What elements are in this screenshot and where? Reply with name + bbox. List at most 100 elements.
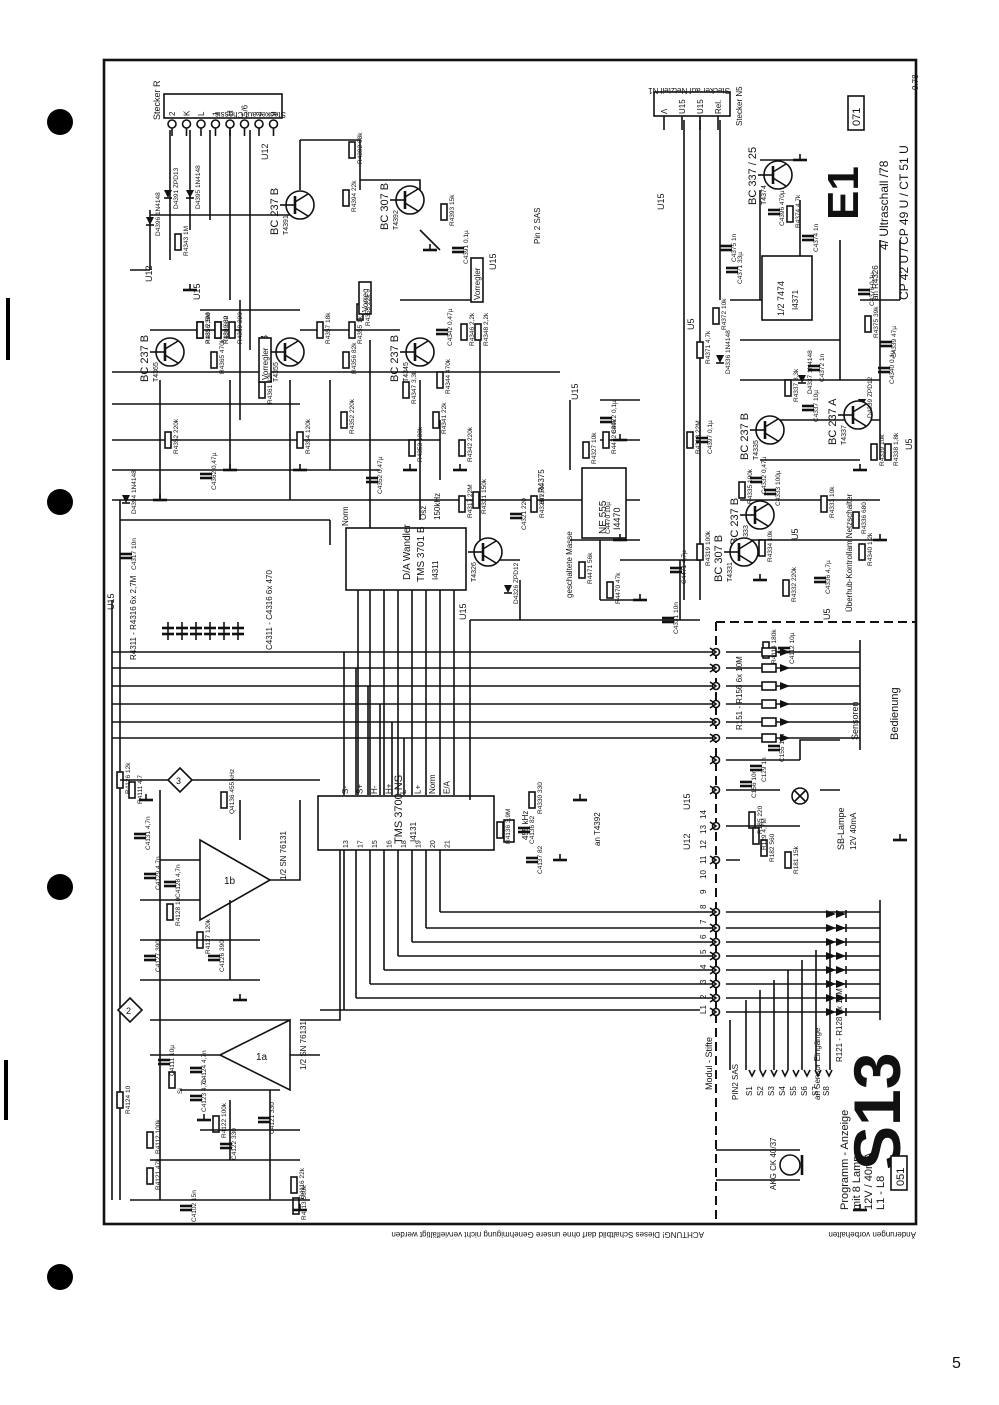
e1-variant: 071: [851, 108, 863, 126]
component-label: R4128 10: [175, 897, 182, 926]
stecker-r-connector: [163, 93, 283, 119]
stecker-n5-label: Stecker N5: [735, 86, 744, 126]
sensor-eingaenge-label: an Sensor Eingänge: [813, 1027, 822, 1100]
resistor-body: [128, 781, 136, 799]
u15-label: U15: [192, 283, 202, 300]
transistor-ref: T4345: [403, 362, 410, 382]
component-label: Q4136 455 kHz: [229, 769, 236, 814]
component-label: C4121 330: [269, 1102, 276, 1134]
component-label: R182 560: [769, 833, 776, 862]
sensor-pin-arrow: [803, 1069, 811, 1078]
component-label: C4471 4,7µ: [681, 550, 688, 584]
resistor-body: [820, 495, 828, 513]
footer-warning: ACHTUNG! Dieses Schaltbild darf ohne uns…: [391, 1230, 704, 1239]
u15-label-da: U15: [458, 603, 468, 620]
component-label: R4471 56k: [587, 552, 594, 584]
component-label: C4136 82: [529, 815, 536, 844]
microphone-icon: [779, 1154, 801, 1176]
module-pin-number: 6: [699, 934, 708, 939]
svg-text:1b: 1b: [224, 876, 236, 887]
resistor-body: [496, 821, 504, 839]
component-label: C4339 47µ: [891, 326, 898, 358]
component-label: C4126 390: [219, 940, 226, 972]
s13-variant-box: [890, 1155, 908, 1191]
resistor-body: [408, 439, 416, 457]
pin-arrow: [709, 681, 718, 691]
component-label: C4127 390: [155, 940, 162, 972]
pin-arrow: [709, 979, 718, 989]
component-label: R4365 470k: [219, 338, 226, 374]
bedienung-label: Bedienung: [889, 687, 901, 740]
sensor-pin-label: S8: [822, 1086, 831, 1096]
pin-arrow: [709, 993, 718, 1003]
svg-text:1/2 SN 76131: 1/2 SN 76131: [299, 1021, 308, 1070]
resistor-body: [258, 381, 266, 399]
resistor-body: [436, 371, 444, 389]
component-label: C4122 330: [231, 1128, 238, 1160]
component-label: R4336 680: [861, 502, 868, 534]
stecker-r-pin-label: K: [183, 110, 192, 116]
resistor-body: [712, 307, 720, 325]
component-label: P181 2,5M: [205, 313, 212, 344]
punch-hole: [47, 489, 73, 515]
component-label: C4472 0,1µ: [611, 400, 618, 434]
component-label: R4361 22k: [267, 372, 274, 404]
opamp-wiring: [120, 779, 700, 1201]
resistor-body: [348, 141, 356, 159]
component-label: D4339 ZPD12: [867, 376, 874, 418]
sensor-pin-arrow: [781, 1069, 789, 1078]
stecker-r-pin-label: 5/6: [241, 104, 250, 116]
component-label: R4470 47k: [615, 572, 622, 604]
sensor-pin-arrow: [825, 1069, 833, 1078]
u12-label-s13: U12: [682, 833, 692, 850]
component-label: C4336 4,7µ: [825, 560, 832, 594]
component-label: C4391 0,1µ: [463, 230, 470, 264]
ground-symbol: [403, 464, 417, 472]
component-label: D4337 1N4148: [807, 350, 814, 394]
module-pin-number: 10: [699, 870, 708, 879]
stecker-n5-desc: Stecker auf Netzteil N1: [648, 86, 730, 95]
pin-arrow: [709, 821, 718, 831]
resistor-body: [164, 431, 172, 449]
resistor-body: [342, 189, 350, 207]
stecker-r-pin: [239, 119, 250, 129]
component-label: R4342 220k: [467, 426, 474, 462]
stecker-r-pin-label: 8: [255, 111, 264, 116]
ground-symbol: [613, 434, 627, 442]
tms3700-pin-bottom: 18: [401, 840, 408, 848]
module-pin-number: 5: [699, 949, 708, 954]
resistor-body: [858, 543, 866, 561]
module-pin-number: 2: [699, 994, 708, 999]
transistor-type: BC 237 B: [729, 498, 741, 545]
ic-7474-name: 1/2 7474: [776, 281, 786, 316]
crystal-q4136: [503, 819, 515, 843]
component-label: C4362 0,47µ: [211, 452, 218, 490]
component-label: R4136 3,9M: [505, 809, 512, 844]
tms3700-pin-top: L+: [414, 785, 423, 794]
u5-label-right: U5: [904, 438, 914, 450]
component-label: R4472 680k: [611, 418, 618, 454]
component-label: R4374 4,7k: [795, 194, 802, 228]
sensor-res-label: R121 - R128 8x 10M: [835, 988, 844, 1062]
e1-variant-box: [847, 95, 865, 131]
lamp-led: [826, 924, 847, 932]
component-label: R4127 120k: [205, 918, 212, 954]
diode-body: [716, 355, 724, 363]
component-label: R4121 47k: [155, 1158, 162, 1190]
component-label: C4340 0,1µ: [889, 350, 896, 384]
tms3700-pin-bottom: 13: [343, 840, 350, 848]
component-label: R4346 2,2k: [469, 312, 476, 346]
resistor-body: [460, 323, 468, 341]
ground-symbol: [153, 494, 167, 502]
res-row-label: R4311 - R4316 6x 2,7M: [129, 575, 138, 660]
component-label: R4340 1,2k: [867, 532, 874, 566]
transistor-type: BC 237 B: [389, 335, 401, 382]
lamp-led: [826, 994, 847, 1002]
component-label: R4375 39k: [873, 306, 880, 338]
component-label: C4112 10µ: [789, 632, 796, 664]
pin-arrow: [709, 965, 718, 975]
transistor-type: BC 337 / 25: [747, 147, 759, 205]
resistor-body: [214, 321, 222, 339]
